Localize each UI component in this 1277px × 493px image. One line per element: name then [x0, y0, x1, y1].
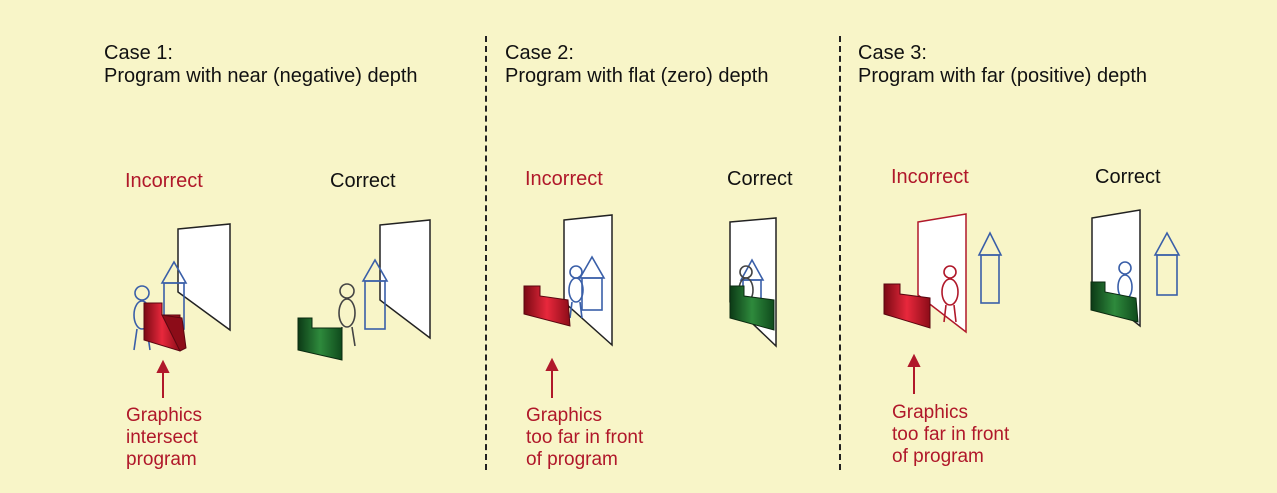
- case-2-title: Case 2: Program with flat (zero) depth: [505, 42, 768, 88]
- house-icon: [977, 231, 1003, 304]
- arrow-icon: [545, 357, 559, 398]
- case-3-title: Case 3: Program with far (positive) dept…: [858, 42, 1147, 88]
- case-3-incorrect-illustration: [883, 213, 1003, 394]
- case-1-note: Graphics intersect program: [126, 405, 202, 471]
- screen-panel: [177, 223, 231, 332]
- case-3-incorrect-label: Incorrect: [891, 166, 969, 188]
- divider-1: [485, 36, 487, 470]
- case-3-note-line3: of program: [892, 446, 984, 467]
- case-2-incorrect-label: Incorrect: [525, 168, 603, 190]
- case-3-note: Graphics too far in front of program: [892, 402, 1009, 468]
- case-2-title-line2: Program with flat (zero) depth: [505, 65, 769, 87]
- case-1-note-line3: program: [126, 449, 197, 470]
- case-1-note-line2: intersect: [126, 427, 198, 448]
- stick-figure-icon: [568, 265, 584, 319]
- case-2-note-line3: of program: [526, 449, 618, 470]
- case-1-correct-illustration: [297, 219, 431, 361]
- case-2-note-line1: Graphics: [526, 405, 603, 426]
- case-2-note: Graphics too far in front of program: [526, 405, 643, 471]
- case-1-incorrect-label: Incorrect: [125, 170, 203, 192]
- screen-panel: [563, 214, 613, 347]
- case-2-note-line2: too far in front: [526, 427, 644, 448]
- case-1-incorrect-illustration: [133, 223, 231, 398]
- case-2-title-line1: Case 2:: [505, 42, 574, 64]
- case-1-title: Case 1: Program with near (negative) dep…: [104, 42, 418, 88]
- graphics-block: [297, 317, 343, 361]
- case-3-note-line1: Graphics: [892, 402, 969, 423]
- arrow-icon: [156, 359, 170, 398]
- graphics-block: [523, 285, 571, 327]
- case-2-incorrect-illustration: [523, 214, 613, 398]
- house-icon: [1153, 231, 1181, 296]
- case-3-title-line1: Case 3:: [858, 42, 927, 64]
- screen-panel: [379, 219, 431, 340]
- case-1-title-line2: Program with near (negative) depth: [104, 65, 418, 87]
- graphics-block: [143, 302, 187, 352]
- divider-2: [839, 36, 841, 470]
- graphics-block: [729, 285, 775, 331]
- case-1-correct-label: Correct: [330, 170, 396, 192]
- case-3-correct-label: Correct: [1095, 166, 1161, 188]
- graphics-block: [883, 283, 931, 329]
- graphics-block: [1090, 281, 1139, 323]
- house-icon: [361, 258, 389, 330]
- stick-figure-icon: [941, 265, 959, 323]
- case-2-correct-illustration: [729, 217, 777, 348]
- case-1-note-line1: Graphics: [126, 405, 203, 426]
- case-3-correct-illustration: [1090, 209, 1181, 328]
- case-1-title-line1: Case 1:: [104, 42, 173, 64]
- case-3-title-line2: Program with far (positive) depth: [858, 65, 1148, 87]
- arrow-icon: [907, 353, 921, 394]
- case-3-note-line2: too far in front: [892, 424, 1010, 445]
- case-2-correct-label: Correct: [727, 168, 793, 190]
